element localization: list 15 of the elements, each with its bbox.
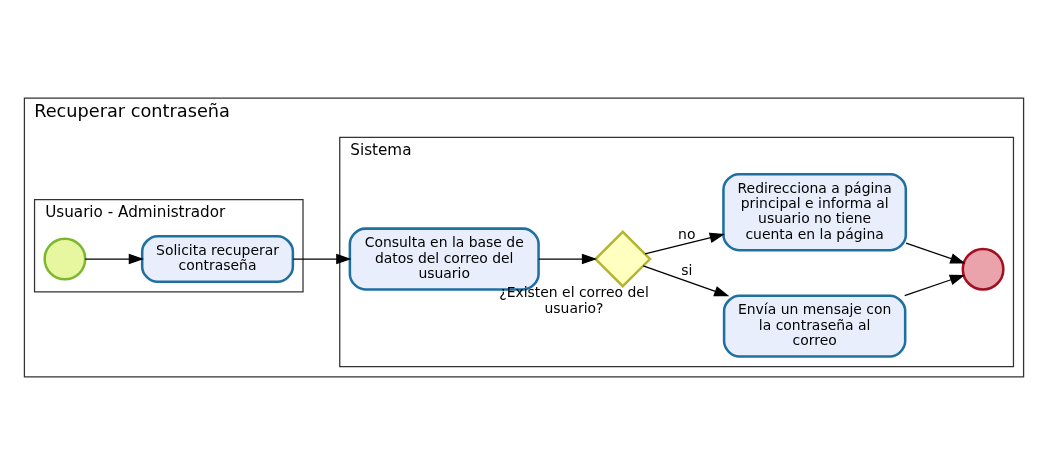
node-box: Redirecciona a página principal e informa al usuario no tiene cuenta en la página	[722, 172, 908, 251]
edge-label: si	[681, 261, 693, 278]
arrow	[905, 242, 966, 264]
node-circle	[43, 237, 87, 281]
arrow	[642, 264, 730, 296]
arrow	[644, 232, 725, 254]
arrow	[292, 253, 352, 264]
node-circle	[961, 247, 1005, 291]
arrow	[84, 253, 144, 264]
node-box: Envía un mensaje con la contraseña al correo	[722, 294, 907, 358]
arrow	[538, 253, 598, 264]
edge-label: no	[678, 225, 696, 242]
arrow	[904, 274, 965, 296]
node-diamond	[593, 229, 652, 288]
node-box: Solicita recuperar contraseña	[140, 234, 295, 283]
